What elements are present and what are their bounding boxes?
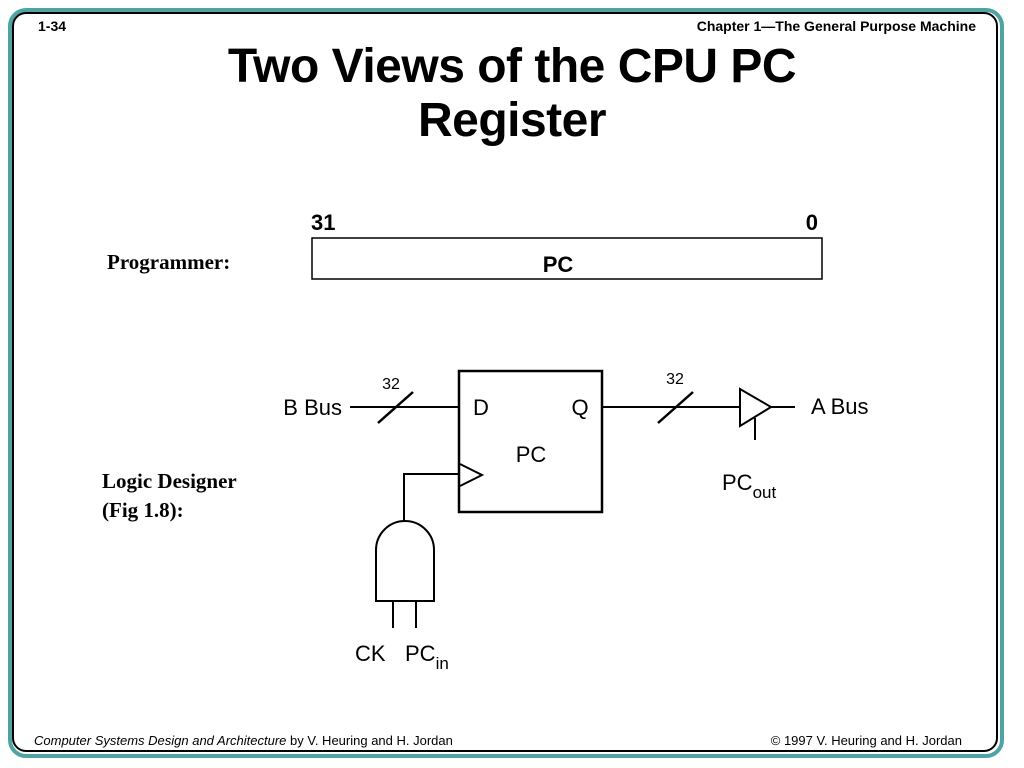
pc-in-label-subscript: in: [436, 654, 449, 673]
title-line-1: Two Views of the CPU PC: [227, 40, 797, 93]
d-port-label: D: [473, 395, 489, 420]
msb-bit-label: 31: [311, 210, 335, 235]
chapter-heading: Chapter 1—The General Purpose Machine: [696, 18, 976, 34]
tristate-buffer: [739, 387, 773, 428]
pc-register-block: [457, 369, 604, 514]
logic-designer-label: Logic Designer (Fig 1.8):: [102, 467, 237, 525]
slide-number: 1-34: [38, 18, 67, 34]
programmer-register-name: PC: [543, 252, 574, 277]
programmer-register-box: [311, 237, 823, 280]
pc-out-label-subscript: out: [753, 483, 777, 502]
title-line-2: Register: [417, 94, 607, 147]
footer-book-title: Computer Systems Design and Architecture: [34, 733, 287, 748]
lsb-bit-label: 0: [806, 210, 818, 235]
pc-out-label-base: PC: [722, 470, 753, 495]
and-gate: [375, 520, 435, 602]
input-width-slash: [377, 391, 414, 424]
q-port-label: Q: [571, 395, 588, 420]
pc-in-label: PCin: [405, 641, 449, 673]
logic-designer-label-line-2: (Fig 1.8):: [102, 498, 184, 522]
slide-frame-outer: [8, 8, 1004, 758]
ck-label: CK: [355, 641, 386, 666]
register-block-name: PC: [516, 442, 547, 467]
slide-title: Two Views of the CPU PC Register: [0, 40, 1024, 148]
output-width-slash: [657, 391, 694, 424]
pc-out-label: PCout: [722, 470, 776, 502]
input-width-label: 32: [382, 376, 400, 393]
output-width-label: 32: [666, 371, 684, 388]
footer-citation: Computer Systems Design and Architecture…: [34, 733, 453, 748]
clock-input-triangle: [459, 463, 485, 487]
clock-wire: [403, 473, 459, 521]
pc-in-label-base: PC: [405, 641, 436, 666]
footer-copyright: © 1997 V. Heuring and H. Jordan: [770, 733, 962, 748]
logic-designer-label-line-1: Logic Designer: [102, 469, 237, 493]
programmer-label: Programmer:: [107, 250, 231, 274]
slide-frame-inner: [12, 12, 998, 752]
footer-authors: by V. Heuring and H. Jordan: [286, 733, 453, 748]
a-bus-label: A Bus: [811, 394, 868, 419]
b-bus-label: B Bus: [283, 395, 342, 420]
